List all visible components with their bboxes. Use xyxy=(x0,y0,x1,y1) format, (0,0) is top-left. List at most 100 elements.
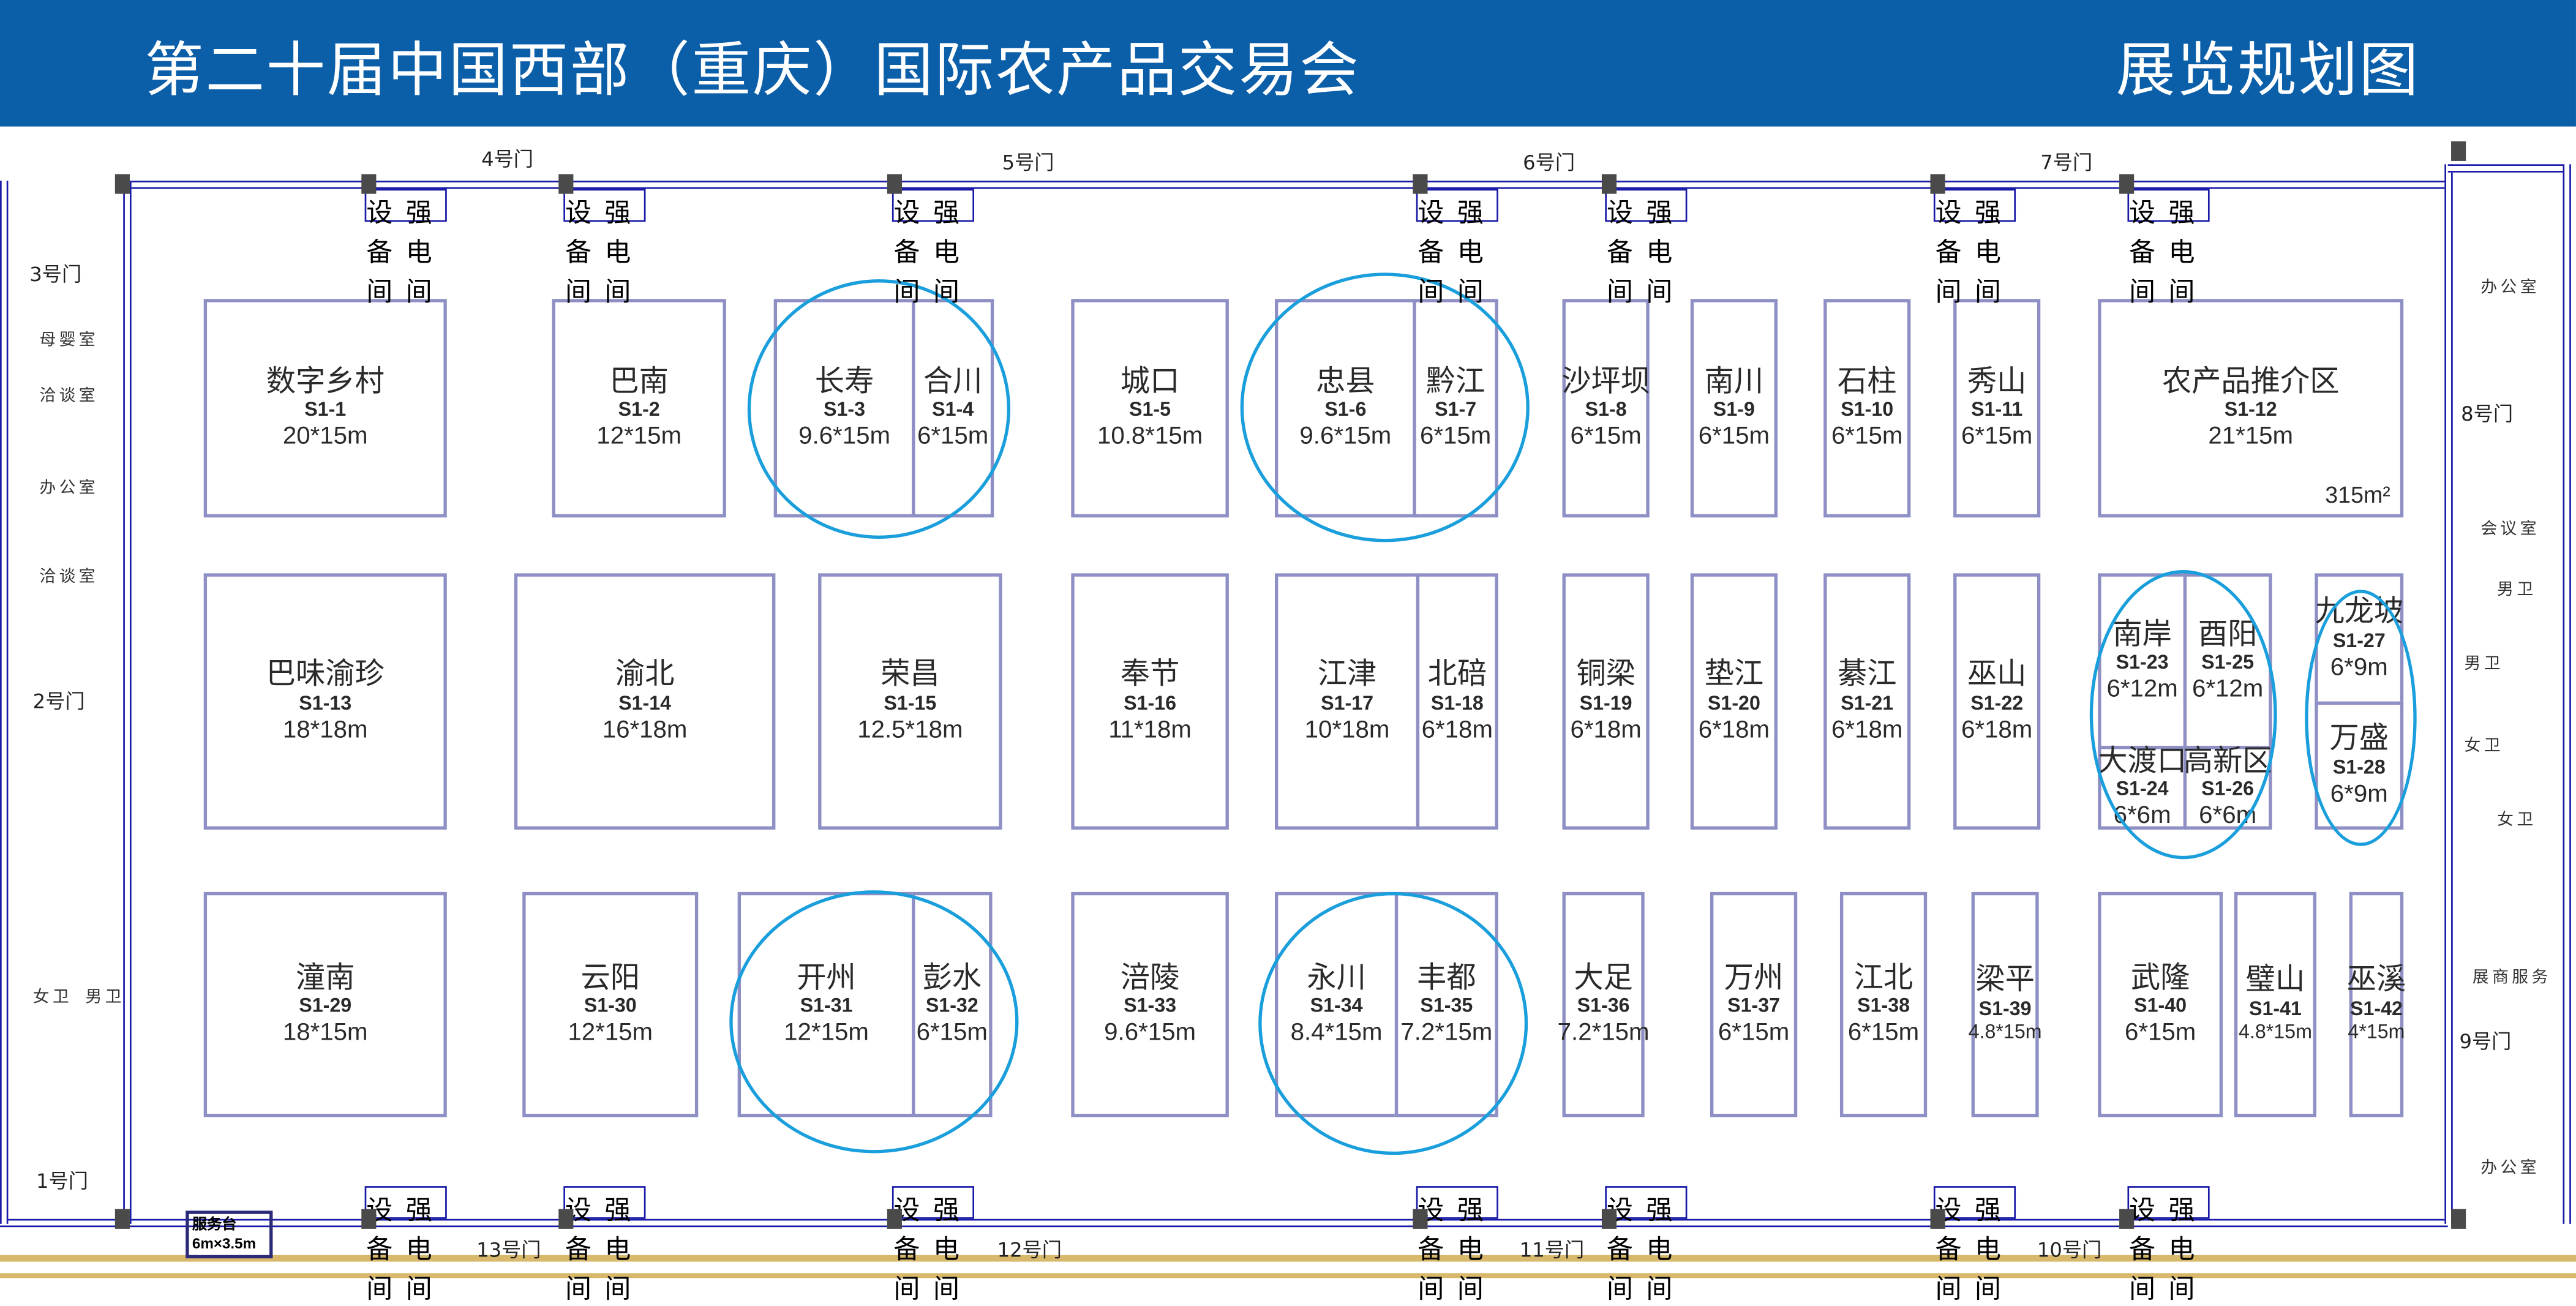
booth-size: 6*15m xyxy=(1847,1018,1920,1047)
booth-size: 6*15m xyxy=(2124,1018,2196,1047)
booth-size: 12*15m xyxy=(784,1018,869,1047)
booth-size: 6*18m xyxy=(1421,715,1493,744)
booth-code: S1-14 xyxy=(618,691,672,715)
booth-code: S1-32 xyxy=(925,994,978,1018)
room-label: 洽谈室 xyxy=(39,568,99,587)
structural-column xyxy=(887,1209,902,1229)
booth-code: S1-24 xyxy=(2116,777,2169,801)
booth-size: 6*18m xyxy=(1698,715,1770,744)
wall-right-outer xyxy=(2563,164,2571,1224)
structural-column xyxy=(1601,174,1617,194)
booth-size: 6*15m xyxy=(1698,422,1770,451)
booth-name: 潼南 xyxy=(295,960,355,995)
door-label: 9号门 xyxy=(2459,1030,2512,1053)
booth-code: S1-7 xyxy=(1435,398,1477,421)
booth-size: 4.8*15m xyxy=(2238,1019,2312,1043)
booth-code: S1-1 xyxy=(304,398,347,421)
booth-size: 18*18m xyxy=(282,715,368,744)
booth-code: S1-40 xyxy=(2134,994,2187,1018)
structural-column xyxy=(1930,174,1945,194)
utility-room-pair: 设备间强电间 xyxy=(2127,1186,2210,1304)
booth-code: S1-10 xyxy=(1841,398,1894,421)
door-label: 11号门 xyxy=(1519,1238,1585,1262)
utility-room-pair: 设备间强电间 xyxy=(1933,1186,2016,1304)
wall-right-top xyxy=(2447,164,2563,173)
equipment-room-label: 设备间 xyxy=(893,197,920,307)
booth-name: 大渡口 xyxy=(2098,743,2187,778)
equipment-room-label: 设备间 xyxy=(565,197,591,307)
booth-name: 万盛 xyxy=(2329,721,2389,756)
booth-code: S1-34 xyxy=(1310,994,1363,1018)
structural-column xyxy=(1413,174,1428,194)
booth-size: 6*15m xyxy=(1570,422,1642,451)
booth-name: 巫山 xyxy=(1967,657,2027,692)
booth-name: 云阳 xyxy=(580,960,640,995)
structural-column xyxy=(115,174,130,194)
booth-code: S1-27 xyxy=(2332,629,2386,652)
booth-name: 北碚 xyxy=(1427,657,1487,692)
booth-code: S1-9 xyxy=(1713,398,1755,421)
booth-size: 20*15m xyxy=(282,422,368,451)
booth-size: 6*12m xyxy=(2106,675,2178,704)
booth-area: 315m² xyxy=(2325,481,2390,508)
wall-left-outer xyxy=(0,181,9,1224)
utility-room-pair: 设备间强电间 xyxy=(892,1186,975,1304)
booth-size: 9.6*15m xyxy=(1104,1018,1196,1047)
booth-code: S1-35 xyxy=(1420,994,1473,1018)
wall-bottom xyxy=(0,1218,2448,1228)
booth-size: 6*15m xyxy=(1419,422,1492,451)
booth-name: 江北 xyxy=(1853,960,1913,995)
booth-size: 12.5*18m xyxy=(857,715,963,744)
booth-name: 奉节 xyxy=(1120,657,1180,692)
room-label: 男卫 xyxy=(85,989,125,1007)
booth-size: 6*12m xyxy=(2191,675,2264,704)
utility-room-pair: 设备间强电间 xyxy=(1933,189,2016,307)
booth-size: 12*15m xyxy=(568,1018,653,1047)
gold-line-1 xyxy=(0,1255,2576,1262)
power-room-label: 强电间 xyxy=(933,197,959,307)
booth-code: S1-2 xyxy=(618,398,660,421)
